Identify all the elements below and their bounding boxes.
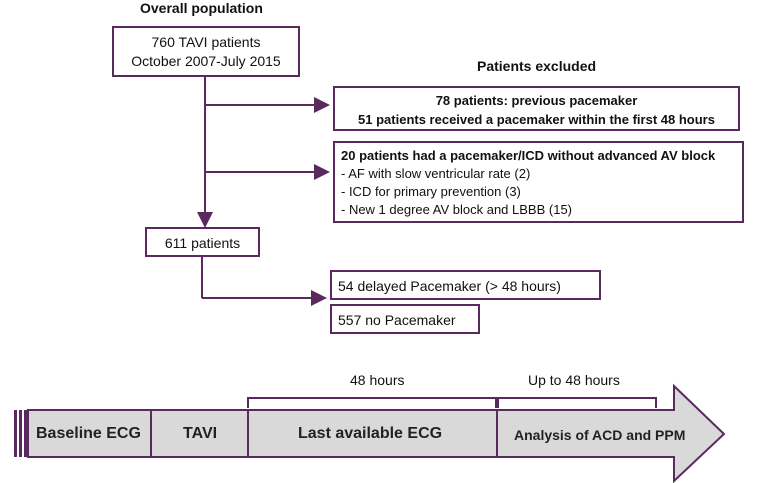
total-patients-line: 760 TAVI patients — [151, 34, 261, 50]
excluded-previous-pacemaker: 78 patients: previous pacemaker — [435, 93, 638, 108]
excluded-item-av-block: - New 1 degree AV block and LBBB (15) — [341, 202, 572, 217]
brace-48-hours — [247, 397, 497, 408]
segment-baseline-ecg: Baseline ECG — [36, 425, 141, 442]
remaining-patients-box: 611 patients — [145, 227, 260, 257]
remaining-patients-label: 611 patients — [164, 235, 241, 251]
brace-up-to-48-hours — [497, 397, 657, 408]
segment-tavi: TAVI — [183, 425, 218, 442]
segment-last-ecg: Last available ECG — [298, 425, 443, 442]
excluded-item-icd: - ICD for primary prevention (3) — [341, 184, 521, 199]
excluded-icd-title: 20 patients had a pacemaker/ICD without … — [341, 148, 716, 163]
timeline-stripe-2 — [19, 410, 22, 457]
study-period-line: October 2007-July 2015 — [131, 53, 281, 69]
excluded-box-1: 78 patients: previous pacemaker 51 patie… — [333, 86, 740, 131]
excluded-box-2: 20 patients had a pacemaker/ICD without … — [333, 141, 744, 223]
patients-excluded-title: Patients excluded — [477, 58, 597, 74]
overall-population-title: Overall population — [140, 0, 263, 16]
no-pacemaker-box: 557 no Pacemaker — [330, 304, 480, 334]
brace-label-48-hours: 48 hours — [350, 372, 405, 388]
excluded-pacemaker-48h: 51 patients received a pacemaker within … — [358, 112, 715, 127]
segment-analysis: Analysis of ACD and PPM — [514, 427, 686, 443]
no-pacemaker-label: 557 no Pacemaker — [338, 312, 456, 328]
delayed-pacemaker-label: 54 delayed Pacemaker (> 48 hours) — [338, 278, 561, 294]
delayed-pacemaker-box: 54 delayed Pacemaker (> 48 hours) — [330, 270, 601, 300]
timeline-stripe-1 — [14, 410, 17, 457]
timeline-stripe-3 — [24, 410, 27, 457]
timeline-arrow — [27, 383, 726, 483]
total-patients-box: 760 TAVI patients October 2007-July 2015 — [112, 26, 300, 77]
brace-label-up-to-48-hours: Up to 48 hours — [528, 372, 620, 388]
excluded-item-af: - AF with slow ventricular rate (2) — [341, 166, 531, 181]
